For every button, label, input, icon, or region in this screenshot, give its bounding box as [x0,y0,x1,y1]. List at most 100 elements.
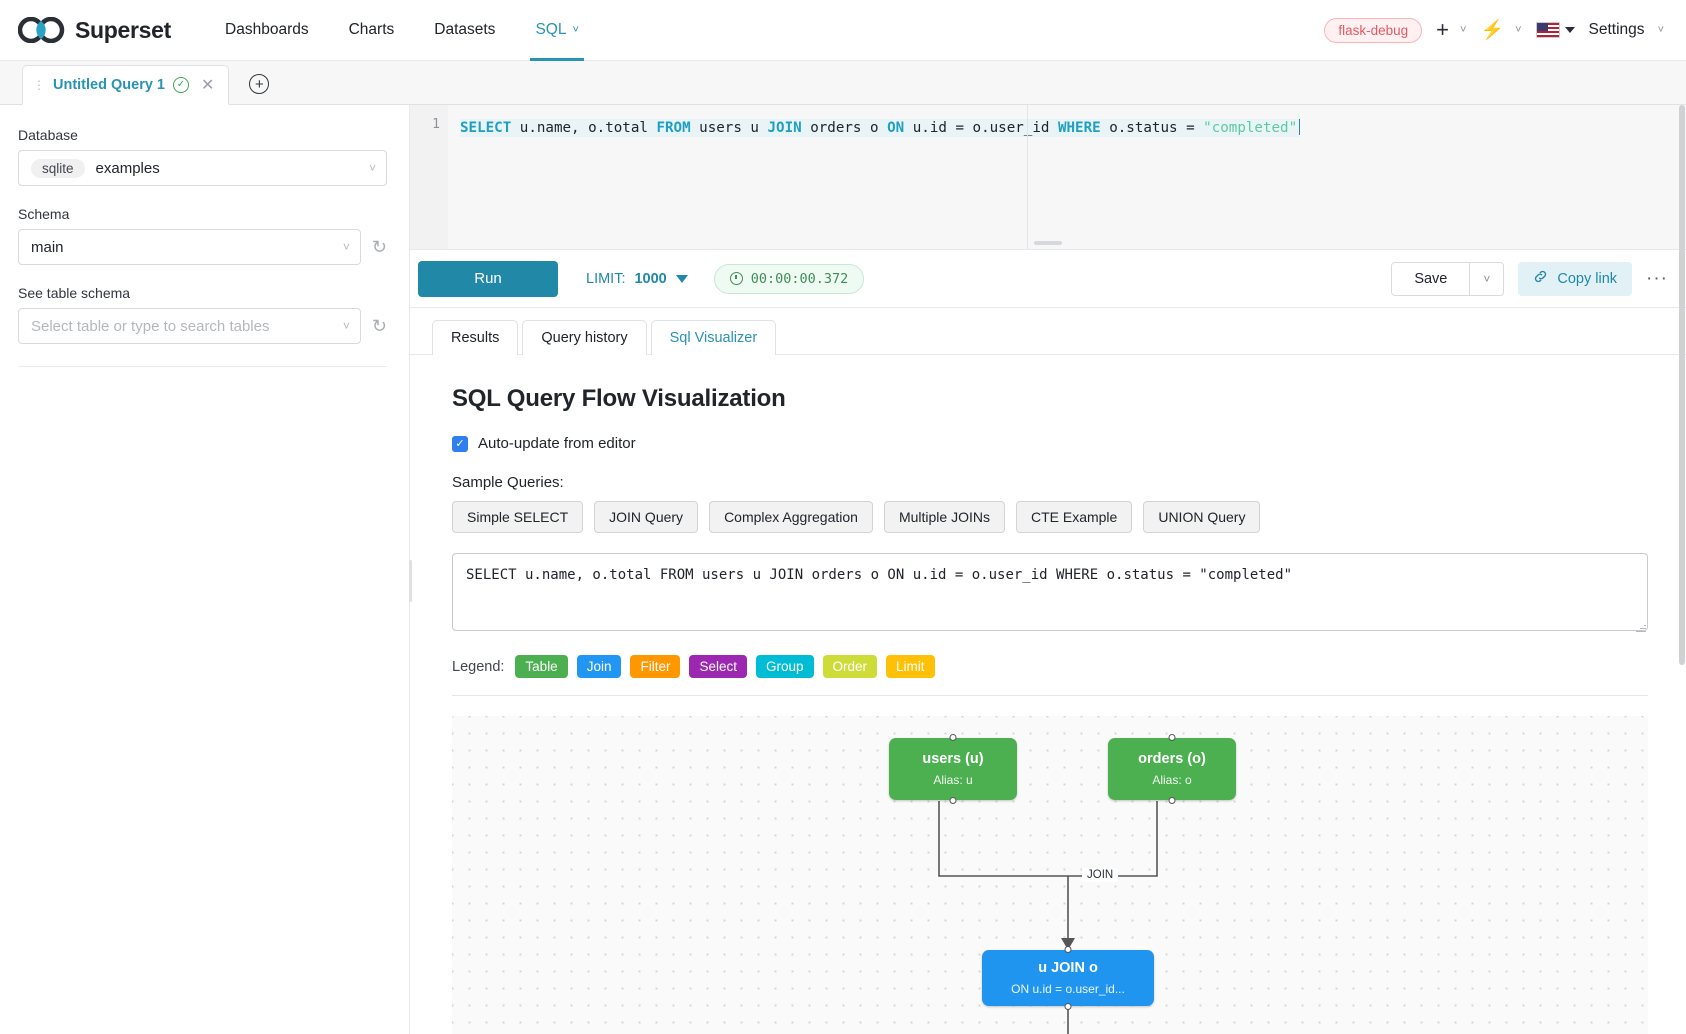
flow-node-orders-subtitle: Alias: o [1152,773,1192,787]
table-select[interactable]: Select table or type to search tables ˅ [18,308,361,344]
nav-item-datasets[interactable]: Datasets [414,0,515,61]
sample-button-join-query[interactable]: JOIN Query [594,501,699,533]
sidebar: Database sqlite examples ˅ Schema main ˅… [0,105,410,1034]
schema-select[interactable]: main ˅ [18,229,361,265]
tab-sql-visualizer[interactable]: Sql Visualizer [650,320,777,355]
check-circle-icon: ✓ [173,77,189,93]
chevron-down-icon: ˅ [572,24,579,36]
clock-icon [729,272,743,285]
legend-chip-order: Order [822,655,878,678]
new-menu-button[interactable]: + ˅ [1436,19,1466,41]
copy-link-label: Copy link [1557,270,1618,287]
limit-prefix: LIMIT: [586,270,626,287]
sql-editor[interactable]: 1 SELECT u.name, o.total FROM users u JO… [410,105,1686,250]
query-timer: 00:00:00.372 [713,263,865,294]
bolt-icon: ⚡ [1480,19,1505,41]
flow-node-users[interactable]: users (u) Alias: u [889,734,1017,804]
refresh-tables-icon[interactable]: ↻ [371,316,387,336]
table-schema-label: See table schema [18,285,131,301]
triangle-down-icon [1564,27,1575,33]
superset-logo-icon [17,16,66,44]
navbar-right: flask-debug + ˅ ⚡ ˅ Settings ˅ [1324,17,1664,43]
sample-query-buttons: Simple SELECT JOIN Query Complex Aggrega… [452,501,1648,533]
database-select[interactable]: sqlite examples ˅ [18,150,387,186]
schema-value: main [31,238,64,256]
text-cursor [1299,119,1301,135]
quick-actions-button[interactable]: ⚡ ˅ [1480,21,1521,40]
sample-queries-label: Sample Queries: [452,474,564,491]
auto-update-checkbox[interactable]: ✓ [452,435,468,452]
drag-handle-icon[interactable]: ⋮ [33,78,45,92]
save-button[interactable]: Save [1392,262,1470,295]
legend-chip-filter: Filter [630,655,681,678]
link-icon [1533,269,1548,288]
nav-item-charts-label: Charts [348,21,395,38]
schema-label: Schema [18,206,70,222]
tab-results[interactable]: Results [432,320,519,355]
flow-edge-label-join: JOIN [1082,868,1119,882]
save-dropdown-chevron-down-icon[interactable]: ˅ [1469,262,1504,295]
sample-button-union-query[interactable]: UNION Query [1143,501,1261,533]
flow-node-join-title: u JOIN o [1038,960,1098,976]
nav-links: Dashboards Charts Datasets SQL ˅ [205,0,599,61]
editor-code-line: SELECT u.name, o.total FROM users u JOIN… [460,119,1300,137]
query-flow-canvas[interactable]: users (u) Alias: u orders (o) Alias: o J… [452,716,1648,1034]
legend-label: Legend: [452,658,505,675]
refresh-schema-icon[interactable]: ↻ [371,237,387,257]
chevron-down-icon: ˅ [1515,24,1522,36]
nav-item-dashboards[interactable]: Dashboards [205,0,329,61]
resize-grip-icon[interactable] [1634,622,1646,634]
settings-label: Settings [1588,21,1645,38]
legend: Legend: Table Join Filter Select Group O… [452,655,1648,696]
query-input-wrapper [452,553,1648,636]
close-icon[interactable]: ✕ [201,77,215,94]
sample-button-simple-select[interactable]: Simple SELECT [452,501,584,533]
plus-icon: + [1436,17,1449,42]
add-tab-icon[interactable]: + [249,74,270,94]
limit-dropdown[interactable]: LIMIT: 1000 [586,271,688,287]
language-picker[interactable] [1535,22,1575,38]
save-button-group: Save ˅ [1391,261,1505,296]
brand[interactable]: Superset [17,16,171,44]
sample-button-complex-aggregation[interactable]: Complex Aggregation [709,501,873,533]
sample-button-cte-example[interactable]: CTE Example [1015,501,1133,533]
copy-link-button[interactable]: Copy link [1518,261,1633,296]
editor-code-area[interactable]: SELECT u.name, o.total FROM users u JOIN… [448,105,1686,249]
flow-node-join[interactable]: u JOIN o ON u.id = o.user_id... [982,946,1154,1010]
flow-node-join-subtitle: ON u.id = o.user_id... [1011,982,1125,996]
node-port-top [949,734,957,741]
query-timer-value: 00:00:00.372 [750,270,849,287]
query-textarea[interactable] [452,553,1648,631]
database-field: Database sqlite examples ˅ [18,127,387,186]
triangle-down-icon [675,274,688,283]
nav-item-dashboards-label: Dashboards [225,21,309,38]
node-port-top [1168,734,1176,741]
query-tab-label: Untitled Query 1 [53,77,165,93]
node-port-bottom [1064,1003,1072,1010]
run-button[interactable]: Run [418,260,558,297]
query-tab[interactable]: ⋮ Untitled Query 1 ✓ ✕ [22,65,230,105]
tab-sql-visualizer-label: Sql Visualizer [669,330,758,346]
chevron-down-icon: ˅ [1460,24,1467,36]
settings-menu[interactable]: Settings ˅ [1589,21,1664,39]
more-options-icon[interactable]: ··· [1646,268,1668,289]
sidebar-resize-handle[interactable] [409,560,412,602]
nav-item-sql-label: SQL [535,21,567,38]
page-title: SQL Query Flow Visualization [452,385,786,412]
editor-toolbar: Run LIMIT: 1000 00:00:00.372 Save ˅ [410,241,1686,308]
tab-query-history[interactable]: Query history [522,320,647,355]
node-port-top [1064,946,1072,953]
query-tab-strip: ⋮ Untitled Query 1 ✓ ✕ + [0,61,1686,105]
legend-chip-select: Select [689,655,747,678]
schema-field: Schema main ˅ ↻ [18,206,387,265]
limit-value: 1000 [634,270,667,287]
nav-item-sql[interactable]: SQL ˅ [515,0,598,61]
panel-splitter-handle[interactable] [1034,241,1062,245]
flow-node-orders[interactable]: orders (o) Alias: o [1108,734,1236,804]
page-scrollbar[interactable] [1679,105,1685,665]
database-label: Database [18,127,78,143]
nav-item-charts[interactable]: Charts [329,0,415,61]
top-navbar: Superset Dashboards Charts Datasets SQL … [0,0,1686,61]
node-port-bottom [1168,797,1176,804]
sample-button-multiple-joins[interactable]: Multiple JOINs [883,501,1005,533]
